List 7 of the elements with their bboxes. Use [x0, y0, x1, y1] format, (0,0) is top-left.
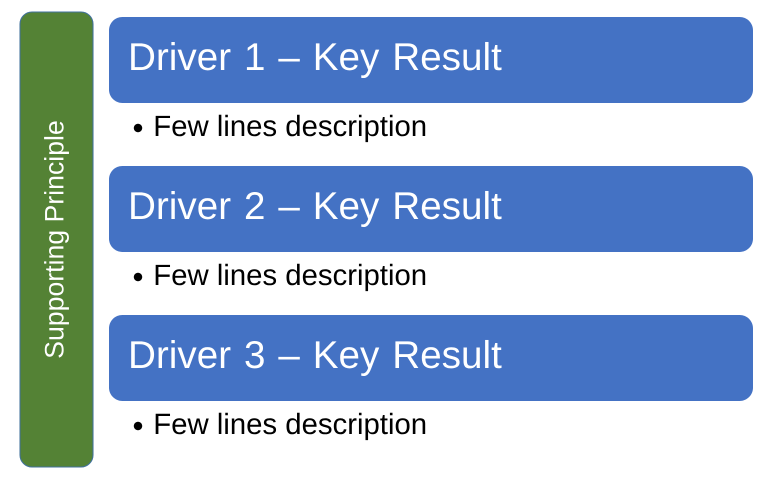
description-text: Few lines description	[156, 264, 426, 292]
driver-box: Driver 2 – Key Result	[109, 166, 753, 252]
description-text: Few lines description	[156, 412, 426, 440]
description-text: Few lines description	[156, 114, 426, 142]
driver-box: Driver 3 – Key Result	[109, 315, 753, 401]
principle-bar: Supporting Principle	[19, 11, 94, 468]
driver-box: Driver 1 – Key Result	[109, 17, 753, 103]
